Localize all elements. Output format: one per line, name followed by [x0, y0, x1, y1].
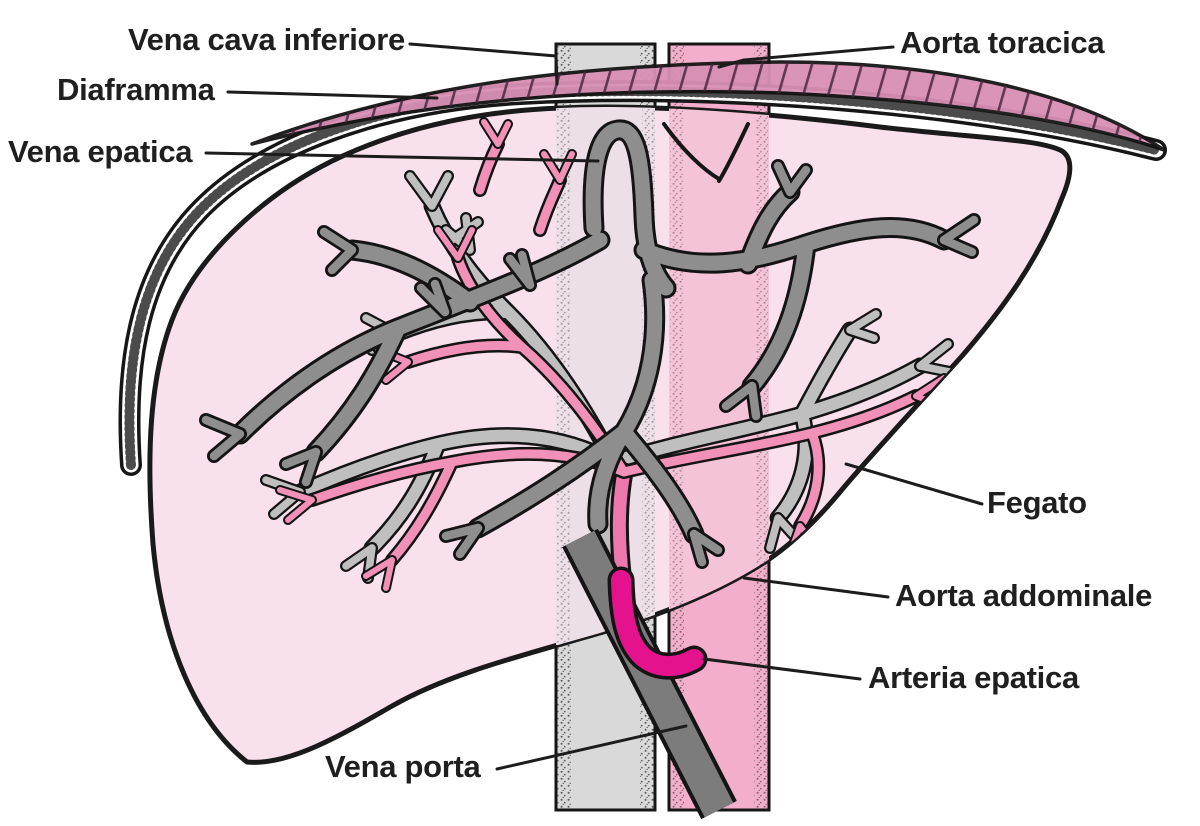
label-fegato: Fegato	[987, 485, 1087, 520]
label-aorta-addominale: Aorta addominale	[895, 578, 1153, 613]
label-aorta-toracica: Aorta toracica	[900, 25, 1105, 60]
leader-fegato	[844, 462, 984, 506]
intrahepatic-vessels	[199, 117, 981, 593]
leader-lines	[204, 42, 984, 771]
label-arteria-epatica: Arteria epatica	[868, 660, 1079, 695]
leader-vena-epatica	[204, 151, 600, 163]
leader-aorta-toracica	[717, 45, 895, 69]
leader-aorta-addominale	[742, 576, 890, 599]
diaphragm-muscle	[250, 60, 1166, 152]
label-vena-cava-inferiore: Vena cava inferiore	[128, 22, 405, 57]
leader-vena-cava-inferiore	[408, 42, 559, 86]
arteria-epatica-hook	[607, 566, 708, 680]
label-vena-epatica: Vena epatica	[8, 134, 193, 169]
leader-vena-porta	[495, 724, 688, 771]
leader-diaframma	[226, 90, 439, 100]
label-diaframma: Diaframma	[57, 72, 215, 107]
label-vena-porta: Vena porta	[325, 749, 481, 784]
liver-fissure	[662, 122, 750, 183]
leader-arteria-epatica	[702, 657, 862, 681]
hepatic-vein-branches	[199, 119, 981, 569]
